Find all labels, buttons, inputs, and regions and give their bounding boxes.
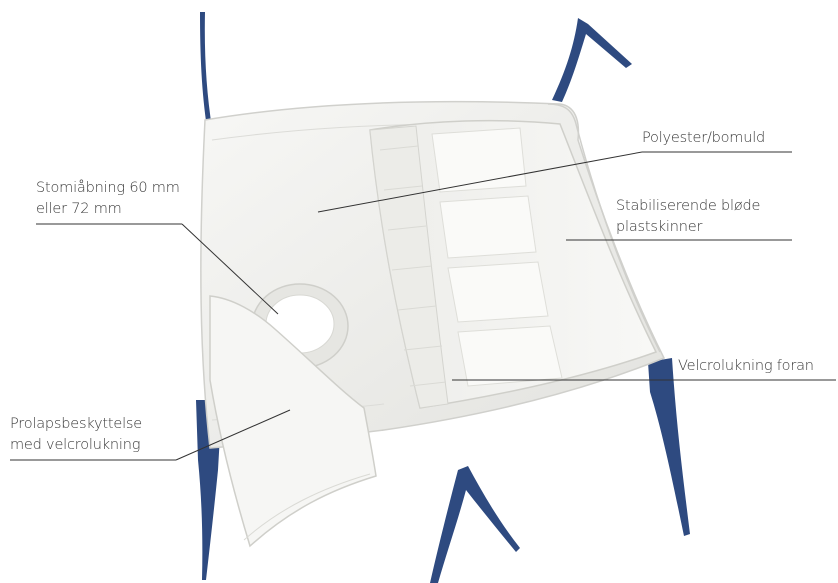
strap-top-right <box>552 18 632 102</box>
label-splints: Stabiliserende bløde plastskinner <box>616 196 760 238</box>
strap-right-bottom <box>648 358 690 536</box>
label-stoma-opening: Stomiåbning 60 mm eller 72 mm <box>36 178 180 220</box>
label-prolapse: Prolapsbeskyttelse med velcrolukning <box>10 414 142 456</box>
label-polyester: Polyester/bomuld <box>642 128 765 149</box>
strap-bottom-center <box>430 466 520 583</box>
label-velcro-front: Velcrolukning foran <box>678 356 814 377</box>
